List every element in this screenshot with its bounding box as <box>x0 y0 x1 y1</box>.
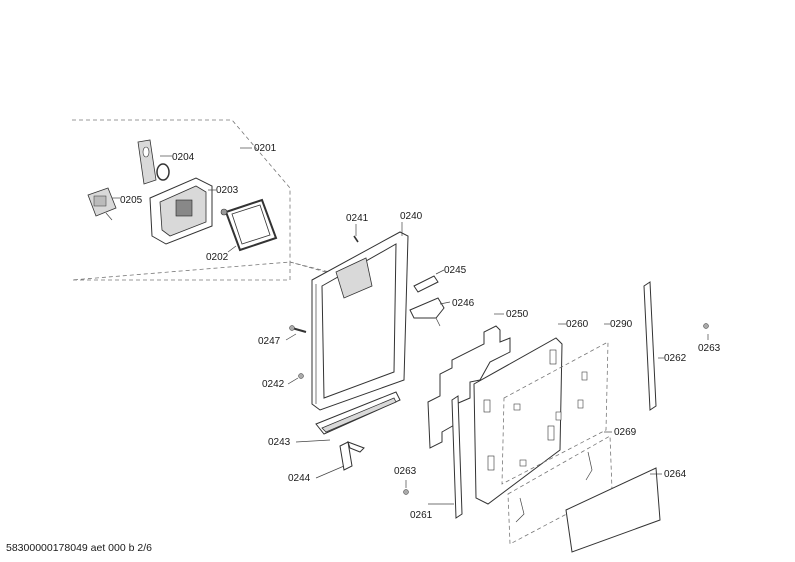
part-0264-kick-panel <box>565 467 661 553</box>
part-0246-hinge <box>409 297 445 327</box>
part-0243-bottom-rail <box>315 391 401 435</box>
label-0201: 0201 <box>254 143 277 154</box>
label-0262: 0262 <box>664 353 687 364</box>
document-id: 58300000178049 aet 000 b 2/6 <box>6 542 152 554</box>
part-0203-screw <box>220 208 228 216</box>
label-0242: 0242 <box>262 379 285 390</box>
label-0263-lower: 0263 <box>394 466 417 477</box>
part-0240-door-frame <box>311 231 409 411</box>
part-0247-screw <box>289 325 307 333</box>
label-0241: 0241 <box>346 213 369 224</box>
label-0250: 0250 <box>506 309 529 320</box>
part-0242-screw <box>298 373 304 379</box>
part-0201-housing <box>149 177 213 245</box>
label-0264: 0264 <box>664 469 687 480</box>
part-0260-inner-panel <box>473 337 563 505</box>
part-0262-strip <box>643 281 657 411</box>
label-0247: 0247 <box>258 336 281 347</box>
part-0204-bracket <box>137 139 170 185</box>
label-0263-upper: 0263 <box>698 343 721 354</box>
label-0203: 0203 <box>216 185 239 196</box>
part-0205-module <box>87 187 117 221</box>
label-0290: 0290 <box>610 319 633 330</box>
part-0202-seal <box>224 198 278 252</box>
label-0246: 0246 <box>452 298 475 309</box>
label-0202: 0202 <box>206 252 229 263</box>
part-0263-screw-lower <box>403 489 409 495</box>
part-0241-screw <box>353 235 359 243</box>
label-0204: 0204 <box>172 152 195 163</box>
part-0263-screw-upper <box>703 323 709 329</box>
part-0245-hinge <box>413 275 439 293</box>
label-0245: 0245 <box>444 265 467 276</box>
part-0261-strip <box>451 395 463 519</box>
leader-lines <box>112 147 709 505</box>
part-0244-bracket <box>339 441 365 471</box>
detail-inset <box>71 119 346 281</box>
label-0205: 0205 <box>120 195 143 206</box>
label-0243: 0243 <box>268 437 291 448</box>
label-0261: 0261 <box>410 510 433 521</box>
label-0269: 0269 <box>614 427 637 438</box>
label-0244: 0244 <box>288 473 311 484</box>
part-0290-dashed-panel <box>501 341 609 485</box>
label-0240: 0240 <box>400 211 423 222</box>
part-0250-panel <box>427 325 511 449</box>
label-0260: 0260 <box>566 319 589 330</box>
